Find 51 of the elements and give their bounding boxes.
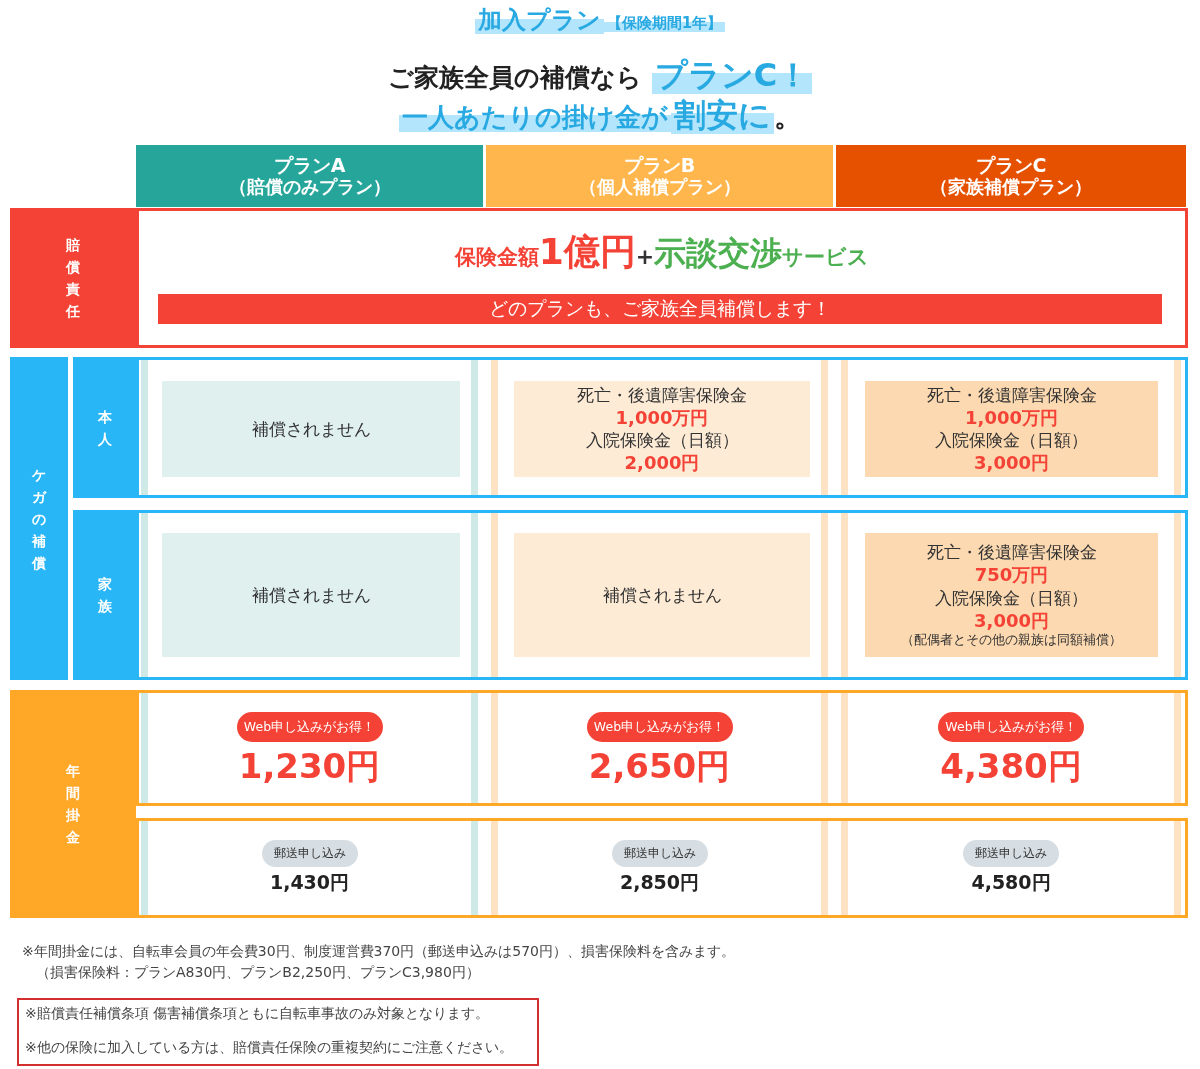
price-text: 4,580円 xyxy=(970,870,1052,895)
benefit-label: 入院保険金（日額） xyxy=(585,429,739,452)
amount-value: 1億円 xyxy=(538,231,636,272)
benefit-label: 死亡・後遺障害保険金 xyxy=(577,383,747,406)
plan-subtitle: （家族補償プラン） xyxy=(930,176,1092,198)
benefit-label: 入院保険金（日額） xyxy=(935,429,1088,452)
price-text: 1,230円 xyxy=(237,745,382,788)
plan-name: プランC xyxy=(975,154,1047,177)
service-label: サービス xyxy=(782,245,870,269)
headline-text: 。 xyxy=(773,100,802,133)
badge: Web申し込みがお得！ xyxy=(938,712,1084,742)
badge: Web申し込みがお得！ xyxy=(236,712,383,742)
row-title: ケガの補償 xyxy=(31,465,47,573)
banner: どのプランも、ご家族全員補償します！ xyxy=(158,294,1162,324)
price-text: 1,430円 xyxy=(268,870,351,895)
benefit-label: 死亡・後遺障害保険金 xyxy=(926,541,1097,564)
notice-text: ※賠償責任補償条項 傷害補償条項ともに自転車事故のみ対象となります。 xyxy=(25,1005,490,1023)
plan-subtitle: （賠償のみプラン） xyxy=(228,176,391,198)
service-name: 示談交渉 xyxy=(654,234,783,272)
row-title: 年間掛金 xyxy=(65,762,81,847)
price-text: 4,380円 xyxy=(939,745,1083,788)
benefit-amount: 750万円 xyxy=(974,563,1049,587)
badge: 郵送申し込み xyxy=(611,840,708,867)
price-text: 2,650円 xyxy=(587,745,732,788)
plan-name: プランB xyxy=(623,154,696,177)
note-text: （配偶者とその他の親族は同額補償） xyxy=(901,632,1122,649)
benefit-label: 死亡・後遺障害保険金 xyxy=(926,383,1097,406)
coverage-box: 補償されません xyxy=(162,533,460,657)
coverage-box: 補償されません xyxy=(514,533,810,657)
amount-label: 保険金額 xyxy=(454,245,539,269)
notice-text: ※他の保険に加入している方は、賠償責任保険の重複契約にご注意ください。 xyxy=(25,1039,513,1057)
coverage-box: 補償されません xyxy=(162,381,460,477)
badge: 郵送申し込み xyxy=(963,840,1059,867)
plus-sign: + xyxy=(635,244,655,269)
benefit-amount: 3,000円 xyxy=(974,608,1049,633)
benefit-label: 入院保険金（日額） xyxy=(935,586,1088,609)
footnote: ※年間掛金には、自転車会員の年会費30円、制度運営費370円（郵送申込みは570円）、損害保険料を含みます。 xyxy=(22,943,736,961)
benefit-amount: 1,000万円 xyxy=(615,405,709,429)
benefit-amount: 3,000円 xyxy=(974,451,1049,475)
row-title: 本人 xyxy=(96,407,113,449)
headline-text: ご家族全員の補償なら xyxy=(387,63,642,92)
benefit-amount: 1,000万円 xyxy=(965,405,1058,429)
footnote: （損害保険料：プランA830円、プランB2,250円、プランC3,980円） xyxy=(36,964,481,982)
badge: Web申し込みがお得！ xyxy=(586,712,733,742)
plan-name: プランA xyxy=(273,154,346,177)
price-text: 2,850円 xyxy=(618,870,701,895)
row-title: 家族 xyxy=(96,575,113,616)
benefit-amount: 2,000円 xyxy=(624,451,700,475)
badge: 郵送申し込み xyxy=(261,840,358,867)
row-title: 賠償責任 xyxy=(65,236,81,321)
plan-subtitle: （個人補償プラン） xyxy=(578,176,741,198)
